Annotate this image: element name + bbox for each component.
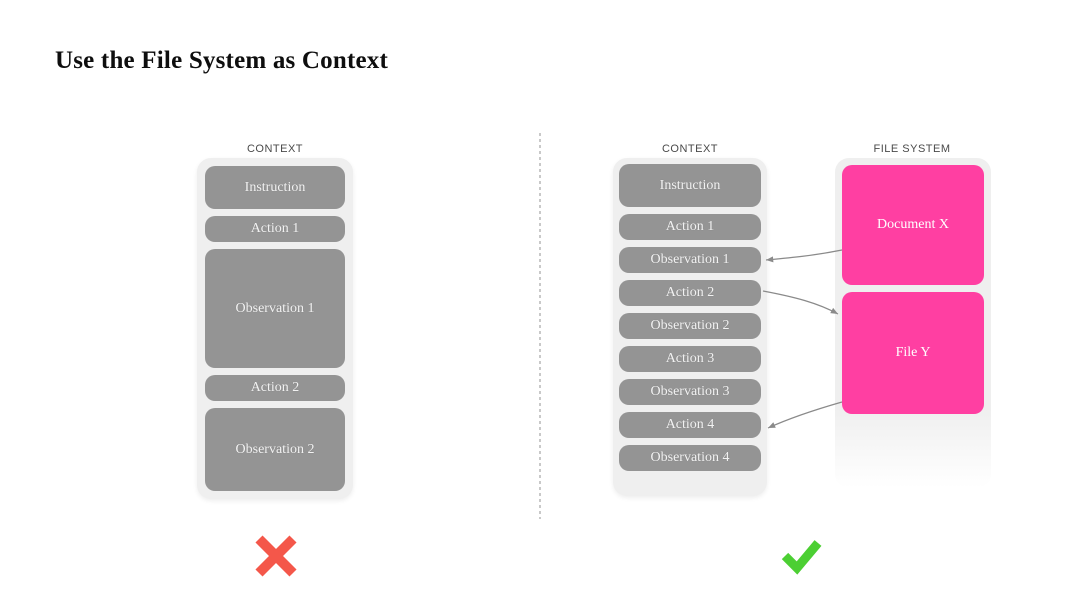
left-block-observation-2: Observation 2	[205, 408, 345, 491]
right-context-panel: Instruction Action 1 Observation 1 Actio…	[613, 158, 767, 496]
left-block-observation-1: Observation 1	[205, 249, 345, 368]
right-block-observation-4: Observation 4	[619, 445, 761, 471]
left-block-action-2: Action 2	[205, 375, 345, 401]
left-context-panel: Instruction Action 1 Observation 1 Actio…	[197, 158, 353, 499]
right-block-action-1: Action 1	[619, 214, 761, 240]
arrow-documentx-to-observation1	[765, 249, 843, 263]
right-block-action-4: Action 4	[619, 412, 761, 438]
page-title: Use the File System as Context	[55, 47, 389, 74]
right-context-label: CONTEXT	[661, 143, 719, 155]
right-block-observation-1: Observation 1	[619, 247, 761, 273]
file-block-document-x: Document X	[842, 165, 984, 285]
arrow-action2-to-filey	[762, 290, 839, 315]
file-system-label: FILE SYSTEM	[873, 143, 951, 155]
left-block-instruction: Instruction	[205, 166, 345, 209]
right-block-observation-3: Observation 3	[619, 379, 761, 405]
check-icon	[781, 540, 822, 575]
right-block-action-2: Action 2	[619, 280, 761, 306]
right-block-action-3: Action 3	[619, 346, 761, 372]
left-context-label: CONTEXT	[246, 143, 304, 155]
file-block-file-y: File Y	[842, 292, 984, 414]
left-block-action-1: Action 1	[205, 216, 345, 242]
file-system-panel: Document X File Y	[835, 158, 991, 488]
vertical-dotted-divider	[539, 133, 541, 519]
arrow-filey-to-action4	[767, 401, 843, 429]
cross-icon	[255, 535, 297, 577]
right-block-observation-2: Observation 2	[619, 313, 761, 339]
right-block-instruction: Instruction	[619, 164, 761, 207]
